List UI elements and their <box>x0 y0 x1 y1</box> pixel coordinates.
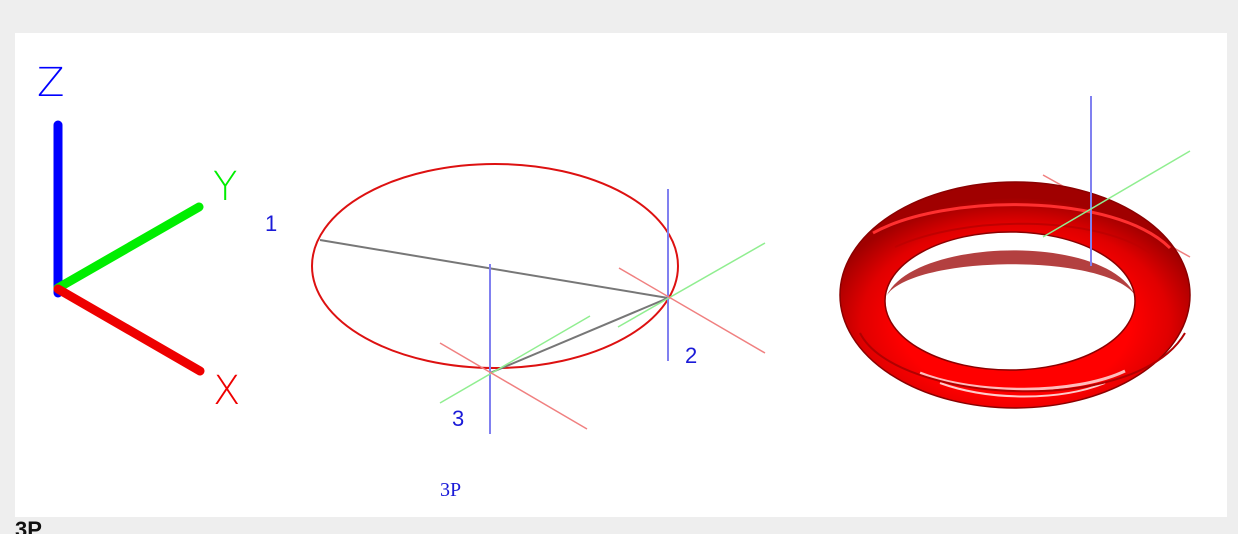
ucs-z-label: Z <box>37 60 65 106</box>
ucs-x-label: X <box>213 368 241 414</box>
crosshair-point-3 <box>439 264 591 434</box>
circle-3p-drawing <box>311 163 766 434</box>
cutoff-caption: 3P <box>15 519 42 534</box>
torus-drawing <box>839 96 1191 409</box>
drawing-viewport[interactable]: Z Y X 1 2 3 3P <box>15 33 1227 517</box>
chord-1-2 <box>319 239 669 299</box>
circle-3p <box>311 163 679 369</box>
torus-solid <box>839 181 1191 409</box>
ucs-x-axis <box>53 284 205 376</box>
method-label-3p: 3P <box>440 479 462 501</box>
point-label-3: 3 <box>452 406 465 431</box>
crosshair-point-2 <box>617 189 766 361</box>
chord-2-3 <box>489 297 669 374</box>
ucs-y-label: Y <box>213 164 238 210</box>
crosshair-torus <box>1042 96 1191 266</box>
point-label-2: 2 <box>685 343 698 368</box>
ucs-y-axis <box>53 202 204 293</box>
ucs-icon <box>53 120 205 376</box>
point-label-1: 1 <box>265 211 278 236</box>
